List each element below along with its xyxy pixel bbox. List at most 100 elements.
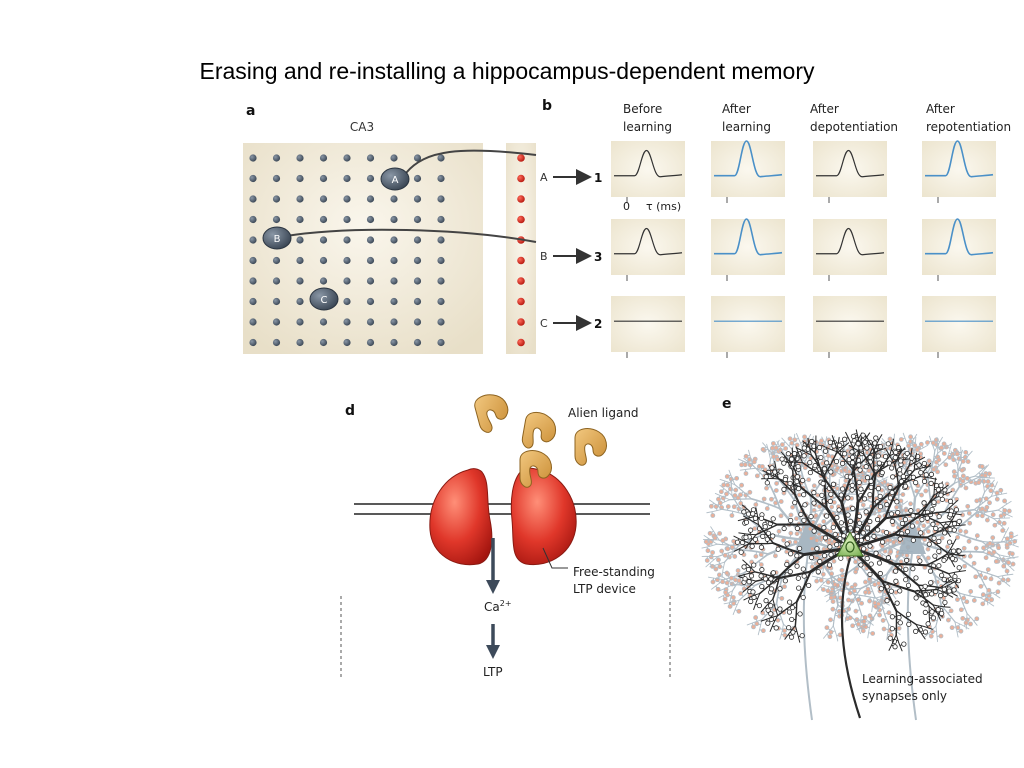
ligand-shape: [521, 411, 557, 449]
ca3-neuron: [296, 338, 304, 347]
trace-cell: [611, 141, 685, 203]
ca3-label: CA3: [350, 120, 374, 134]
ca1-neuron: [517, 318, 525, 326]
ca3-neuron: [296, 195, 304, 203]
ca3-neuron: [296, 318, 304, 326]
col-repot-line1: After: [926, 102, 955, 116]
ca3-neuron: [249, 318, 257, 326]
col-depot-line1: After: [810, 102, 839, 116]
ca3-neuron: [413, 154, 422, 162]
ca3-neuron: [249, 256, 257, 265]
cell-b: B: [262, 226, 292, 250]
ligand-shape: [519, 450, 552, 488]
ca3-neuron: [343, 195, 351, 203]
ca3-neuron: [366, 154, 375, 162]
ca3-neuron: [343, 318, 351, 326]
ca3-neuron: [343, 236, 351, 244]
row-a-target: 1: [594, 171, 602, 185]
ca3-neuron: [249, 195, 257, 203]
ca3-neuron: [437, 195, 445, 203]
ca3-neuron: [319, 256, 328, 265]
trace-cell: [611, 296, 685, 358]
ca3-neuron: [319, 338, 328, 347]
ca3-neuron: [272, 154, 281, 162]
ca1-neuron: [517, 195, 525, 203]
col-before-line2: learning: [623, 120, 672, 134]
ca3-neuron: [366, 277, 375, 285]
col-learning-line1: After: [722, 102, 751, 116]
response-trace: [816, 149, 885, 178]
axon-b: [285, 228, 537, 243]
ion-label: Ca2+: [484, 599, 512, 614]
ca3-neuron: [413, 174, 422, 183]
trace-cell: [711, 218, 785, 281]
ca3-neuron: [437, 277, 445, 285]
response-trace: [714, 218, 783, 256]
ca3-neuron: [413, 256, 422, 265]
ca3-neuron: [319, 195, 328, 203]
cell-c-label: C: [321, 295, 328, 306]
panel-e-label: e: [722, 396, 732, 412]
ca3-neuron: [319, 318, 328, 326]
ca3-neuron: [272, 297, 281, 306]
ca3-neuron: [390, 277, 398, 285]
col-repot-line2: repotentiation: [926, 120, 1011, 134]
ca1-neuron: [517, 277, 525, 285]
row-a-input: A: [540, 171, 548, 184]
ca3-neuron: [343, 256, 351, 265]
ltp-device-left: [429, 468, 493, 566]
ca3-neuron: [249, 174, 257, 183]
ca3-neuron: [343, 174, 351, 183]
ca3-neuron: [366, 174, 375, 183]
ca1-neuron: [517, 297, 525, 306]
ca3-neuron: [249, 277, 257, 285]
axon: [840, 557, 862, 719]
ca3-neuron: [249, 154, 257, 162]
ca3-neuron: [366, 297, 375, 306]
ca3-neuron: [437, 215, 445, 224]
ca3-neuron: [343, 297, 351, 306]
row-b-input: B: [540, 250, 548, 263]
ca3-neuron: [413, 277, 422, 285]
ca3-neuron: [272, 174, 281, 183]
trace-grid: [611, 140, 996, 358]
ca3-neuron: [296, 256, 304, 265]
device-label-line1: Free-standing: [573, 565, 655, 579]
device-label-line2: LTP device: [573, 582, 636, 596]
caption-line2: synapses only: [862, 689, 947, 703]
ca3-neuron: [413, 215, 422, 224]
ca3-neuron: [343, 277, 351, 285]
time-axis-zero: 0: [623, 200, 630, 213]
panel-a: a CA3 A B C: [243, 103, 537, 354]
ca3-neuron: [413, 338, 422, 347]
ca3-neuron: [272, 195, 281, 203]
response-trace: [925, 140, 994, 178]
ligand-shape: [474, 394, 509, 433]
trace-cell: [813, 219, 887, 281]
panel-b: b Before learning After learning After d…: [540, 98, 1011, 358]
ca1-neuron-column: [517, 154, 525, 347]
column-header-repotentiation: After repotentiation: [926, 102, 1011, 134]
ca3-neuron: [366, 236, 375, 244]
trace-cell: [611, 219, 685, 281]
trace-cell: [922, 140, 996, 203]
trace-cell: [711, 140, 785, 203]
ca3-neuron: [366, 256, 375, 265]
trace-cell: [922, 296, 996, 358]
ca3-neuron: [296, 215, 304, 224]
response-trace: [925, 218, 994, 256]
row-b-label: B 3: [540, 248, 602, 264]
row-b-target: 3: [594, 250, 602, 264]
cell-c: C: [309, 287, 339, 311]
ca3-neuron: [390, 318, 398, 326]
ligand-shape: [574, 428, 607, 466]
ca3-neuron: [249, 297, 257, 306]
ca3-neuron: [272, 318, 281, 326]
ca3-neuron: [343, 154, 351, 162]
panel-a-label: a: [246, 103, 255, 119]
ca3-neuron: [296, 154, 304, 162]
cell-a-label: A: [392, 175, 399, 186]
ca3-neuron: [319, 236, 328, 244]
ca3-neuron: [413, 318, 422, 326]
